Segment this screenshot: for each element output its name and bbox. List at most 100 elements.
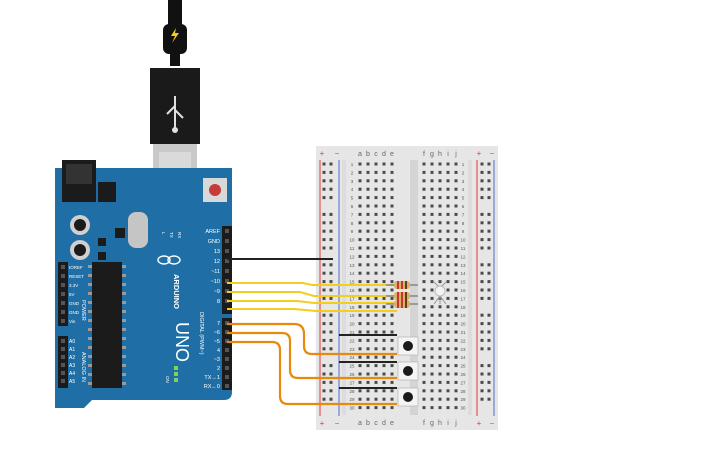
rail-label: − [490, 419, 495, 428]
row-label: 24 [460, 355, 466, 360]
pin-label: ~5 [214, 339, 220, 345]
row-label: 20 [460, 322, 466, 327]
row-label: 3 [462, 179, 465, 184]
row-label: 9 [351, 229, 354, 234]
pin-label: TX→1 [204, 375, 220, 381]
resistor-1[interactable] [386, 281, 418, 289]
row-label: 16 [349, 288, 355, 293]
wire-pin10[interactable] [227, 291, 397, 297]
row-label: 16 [460, 288, 466, 293]
power-pin-label: GND [69, 301, 80, 306]
row-label: 4 [351, 187, 354, 192]
power-pin-label: GND [69, 310, 80, 315]
col-label: j [454, 420, 457, 427]
rail-label: + [320, 419, 325, 428]
board-model: UNO [172, 322, 192, 362]
row-label: 10 [349, 238, 355, 243]
row-label: 28 [460, 389, 466, 394]
row-label: 18 [349, 305, 355, 310]
pin-label: ~10 [211, 279, 220, 285]
pin-label: ~6 [214, 330, 220, 336]
rail-label: + [320, 149, 325, 158]
on-led-label: ON [165, 376, 170, 383]
led-label: TX [169, 232, 174, 238]
pushbutton-3[interactable] [397, 387, 419, 407]
resistor-2[interactable] [386, 292, 418, 300]
row-label: 25 [460, 364, 466, 369]
row-label: 23 [460, 347, 466, 352]
row-label: 10 [460, 238, 466, 243]
lightning-icon [171, 28, 179, 43]
wire-pin8[interactable] [227, 308, 397, 312]
col-label: g [430, 151, 434, 158]
row-label: 29 [460, 397, 466, 402]
analog-pin-label: A1 [69, 347, 75, 353]
wire-pin6[interactable] [227, 331, 397, 380]
pin-label: 2 [217, 366, 220, 372]
row-label: 14 [349, 271, 355, 276]
wire-layer[interactable] [227, 258, 397, 406]
row-label: 9 [462, 229, 465, 234]
digital-header-label: DIGITAL (PWM~) [198, 312, 204, 355]
pin-label: ~9 [214, 289, 220, 295]
row-label: 2 [462, 170, 465, 175]
wire-pin7[interactable] [227, 322, 397, 356]
row-label: 17 [460, 296, 466, 301]
row-label: 13 [349, 263, 355, 268]
row-label: 19 [460, 313, 466, 318]
usb-plug-icon[interactable] [150, 0, 200, 196]
rgb-led[interactable] [433, 281, 447, 305]
pin-label: 12 [214, 259, 220, 265]
pin-label: GND [208, 239, 220, 245]
col-label: b [366, 420, 370, 427]
row-label: 11 [461, 246, 466, 251]
power-pin-label: 3.3V [69, 283, 78, 288]
row-label: 1 [462, 162, 465, 167]
row-label: 25 [349, 364, 355, 369]
row-label: 30 [349, 406, 355, 411]
row-label: 29 [349, 397, 355, 402]
row-label: 30 [460, 406, 466, 411]
wire-pin9[interactable] [227, 300, 397, 304]
pushbutton-1[interactable] [397, 336, 419, 356]
pin-label: 13 [214, 249, 220, 255]
col-label: h [438, 420, 442, 427]
row-label: 6 [462, 204, 465, 209]
col-label: a [358, 420, 362, 427]
row-label: 15 [460, 280, 466, 285]
power-pin-label: 5V [69, 292, 75, 297]
col-label: d [382, 151, 386, 158]
row-label: 14 [460, 271, 466, 276]
row-label: 20 [349, 322, 355, 327]
row-label: 13 [460, 263, 466, 268]
analog-pin-label: A4 [69, 371, 75, 377]
row-label: 3 [351, 179, 354, 184]
analog-header-label: ANALOG IN [80, 352, 86, 382]
wire-pin11[interactable] [227, 282, 397, 286]
board-brand: ARDUINO [172, 274, 181, 309]
row-label: 28 [349, 389, 355, 394]
wire-pin5[interactable] [227, 340, 397, 406]
col-label: e [390, 420, 394, 427]
analog-pin-label: A5 [69, 379, 75, 385]
row-label: 12 [349, 254, 355, 259]
row-label: 23 [349, 347, 355, 352]
analog-pin-label: A3 [69, 363, 75, 369]
analog-pin-label: A0 [69, 339, 75, 345]
row-label: 5 [462, 196, 465, 201]
row-label: 22 [460, 338, 466, 343]
row-label: 5 [351, 196, 354, 201]
row-label: 4 [462, 187, 465, 192]
arduino-uno-board[interactable]: ARDUINO UNO DIGITAL (PWM~) POWER ANALOG … [55, 160, 232, 408]
col-label: f [423, 420, 425, 427]
resistor-3[interactable] [386, 300, 418, 308]
rail-label: + [477, 149, 482, 158]
power-header-label: POWER [80, 300, 86, 321]
power-pin-label: IOREF [69, 265, 83, 270]
row-label: 24 [349, 355, 355, 360]
pushbutton-2[interactable] [397, 361, 419, 381]
row-label: 18 [460, 305, 466, 310]
row-label: 8 [462, 221, 465, 226]
